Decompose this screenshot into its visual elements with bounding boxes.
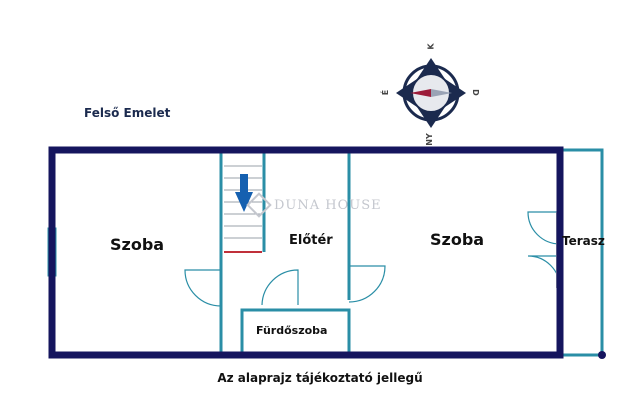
disclaimer-note: Az alaprajz tájékoztató jellegű [217,371,423,385]
compass-west-label: É [381,89,391,96]
terrace-outline [560,148,604,357]
stair-arrow-icon [235,174,253,212]
watermark: DUNA HOUSE [246,192,382,218]
room-label-bath: Fürdőszoba [256,324,328,337]
watermark-text: DUNA HOUSE [274,197,382,213]
room-label-right: Szoba [430,230,485,249]
compass-south-label: NY [424,133,434,146]
room-label-terrace: Terasz [562,234,605,248]
room-label-left: Szoba [110,235,165,254]
outer-walls [48,146,564,359]
interior-walls [219,150,351,355]
terrace-corner [598,351,606,359]
room-label-hall: Előtér [289,233,333,248]
compass-icon [396,58,466,128]
compass-east-label: D [470,89,480,96]
watermark-logo-icon [246,192,272,218]
doors [184,211,561,307]
floor-title: Felső Emelet [84,106,171,120]
compass-north-label: K [426,43,436,50]
